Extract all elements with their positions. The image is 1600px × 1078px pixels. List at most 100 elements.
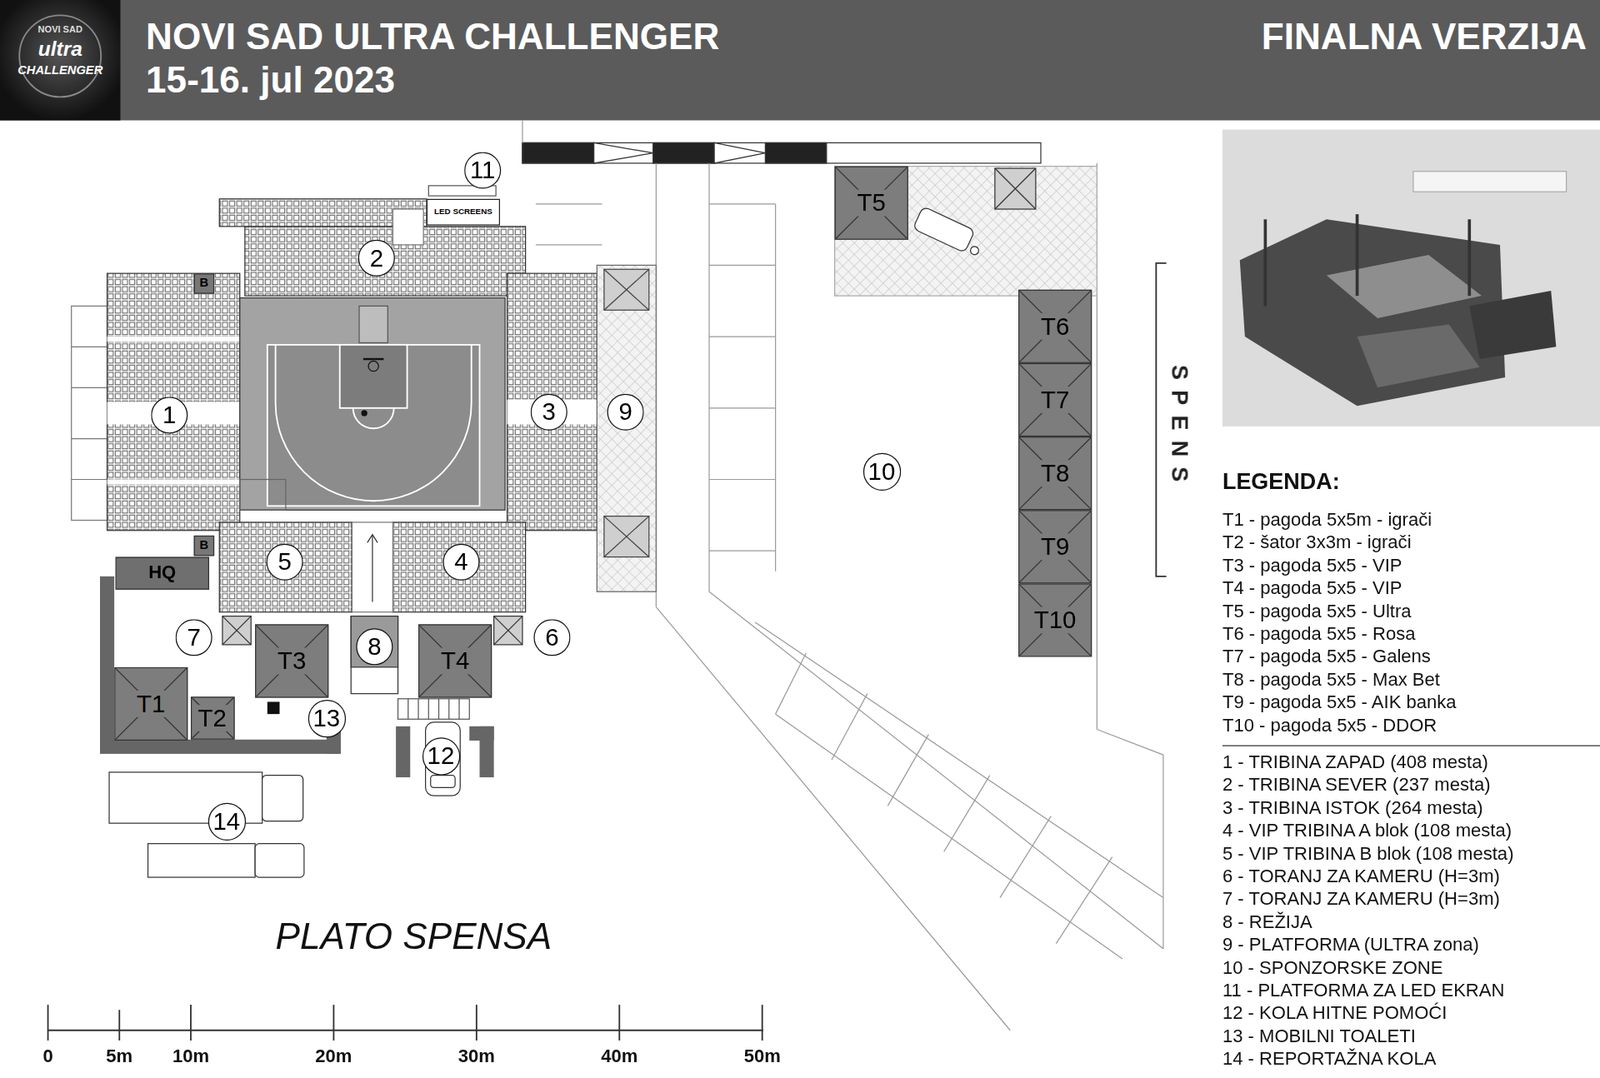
node-label: LED SCREENS bbox=[434, 207, 493, 217]
basketball-court bbox=[240, 298, 505, 511]
callout-number: 13 bbox=[307, 699, 345, 737]
scale-label: 0 bbox=[42, 1045, 53, 1068]
tent-box: T9 bbox=[1018, 510, 1092, 584]
legend-entry: T7 - pagoda 5x5 - Galens bbox=[1222, 645, 1431, 668]
callout-number: 8 bbox=[355, 628, 393, 665]
legend-entry: 2 - TRIBINA SEVER (237 mesta) bbox=[1222, 774, 1491, 797]
entrance-strip bbox=[522, 142, 1041, 163]
legend-heading: LEGENDA: bbox=[1222, 468, 1340, 495]
node-label: T5 bbox=[855, 190, 888, 217]
legend-entry: 7 - TORANJ ZA KAMERU (H=3m) bbox=[1222, 888, 1500, 911]
vip-stands bbox=[219, 522, 525, 613]
legend-entry: 5 - VIP TRIBINA B blok (108 mesta) bbox=[1222, 842, 1515, 865]
logo-text: CHALLENGER bbox=[17, 63, 103, 79]
legend-entry: T2 - šator 3x3m - igrači bbox=[1222, 530, 1412, 554]
callout-text: 5 bbox=[277, 549, 291, 576]
legend-entry: 4 - VIP TRIBINA A blok (108 mesta) bbox=[1222, 819, 1512, 842]
building-name: SPENS bbox=[1165, 365, 1192, 493]
node-label: T2 bbox=[195, 705, 229, 732]
scale-label: 50m bbox=[744, 1045, 781, 1068]
callout-number: 7 bbox=[175, 619, 213, 656]
stairs bbox=[398, 699, 470, 720]
west-stand bbox=[71, 273, 240, 531]
callout-number: 2 bbox=[358, 240, 395, 277]
callout-number: 9 bbox=[607, 394, 645, 431]
callout-text: 1 bbox=[162, 401, 176, 429]
legend-entry: 13 - MOBILNI TOALETI bbox=[1222, 1025, 1416, 1048]
legend-entry: 3 - TRIBINA ISTOK (264 mesta) bbox=[1222, 796, 1484, 820]
legend-entry: T5 - pagoda 5x5 - Ultra bbox=[1222, 600, 1412, 623]
scale-label: 20m bbox=[315, 1045, 352, 1068]
area-name: PLATO SPENSA bbox=[275, 914, 553, 959]
legend-entry: 6 - TORANJ ZA KAMERU (H=3m) bbox=[1222, 865, 1500, 888]
spens-bracket bbox=[1155, 263, 1166, 577]
legend-entry: T10 - pagoda 5x5 - DDOR bbox=[1222, 714, 1437, 737]
callout-text: 4 bbox=[454, 549, 468, 576]
tent-box: T5 bbox=[835, 166, 909, 240]
callout-number: 12 bbox=[421, 737, 460, 775]
header-band bbox=[0, 0, 1600, 120]
node-label: B bbox=[200, 539, 210, 553]
fence-walls bbox=[100, 576, 495, 778]
node-label: T9 bbox=[1039, 533, 1072, 560]
legend-entry: T6 - pagoda 5x5 - Rosa bbox=[1222, 622, 1416, 645]
callout-number: 14 bbox=[207, 802, 245, 840]
3d-preview bbox=[1222, 130, 1600, 427]
tent-box: T4 bbox=[418, 624, 492, 698]
node-label: T7 bbox=[1039, 386, 1072, 414]
legend-entry: 8 - REŽIJA bbox=[1222, 910, 1313, 934]
logo-text: NOVI SAD bbox=[38, 24, 83, 35]
legend-entry: T3 - pagoda 5x5 - VIP bbox=[1222, 554, 1403, 577]
scale-label: 30m bbox=[458, 1045, 495, 1068]
scale-label: 5m bbox=[105, 1045, 133, 1068]
north-stand bbox=[219, 185, 525, 296]
director-booth bbox=[350, 616, 398, 695]
logo bbox=[0, 0, 120, 120]
callout-text: 9 bbox=[618, 399, 632, 426]
callout-text: 10 bbox=[868, 458, 896, 485]
callout-text: 2 bbox=[370, 245, 384, 272]
b-box: B bbox=[194, 535, 215, 556]
legend-entry: 1 - TRIBINA ZAPAD (408 mesta) bbox=[1222, 750, 1489, 774]
legend-separator bbox=[1222, 745, 1600, 746]
legend-entry: T1 - pagoda 5x5m - igrači bbox=[1222, 508, 1432, 531]
legend-entry: T4 - pagoda 5x5 - VIP bbox=[1222, 576, 1403, 600]
callout-number: 11 bbox=[464, 151, 501, 189]
tent-box: T6 bbox=[1018, 290, 1092, 364]
callout-number: 3 bbox=[530, 394, 568, 431]
node-label: T8 bbox=[1039, 460, 1072, 487]
legend-entry: 12 - KOLA HITNE POMOĆI bbox=[1222, 1002, 1447, 1025]
callout-text: 3 bbox=[542, 399, 556, 426]
tent-box: T3 bbox=[255, 624, 329, 698]
callout-number: 1 bbox=[150, 396, 188, 434]
callout-number: 4 bbox=[442, 544, 480, 581]
node-label: T1 bbox=[135, 690, 168, 718]
legend-entry: T9 - pagoda 5x5 - AIK banka bbox=[1222, 690, 1457, 714]
tent-box: T8 bbox=[1018, 436, 1092, 510]
node-label: T10 bbox=[1031, 606, 1079, 634]
sponsor-zone bbox=[835, 166, 1098, 297]
led-screen-box: LED SCREENS bbox=[426, 199, 500, 226]
callout-number: 5 bbox=[266, 544, 304, 581]
legend-entry: 14 - REPORTAŽNA KOLA bbox=[1222, 1048, 1436, 1071]
ultra-platform bbox=[596, 265, 656, 592]
sponsor-square bbox=[995, 168, 1036, 210]
scale-label: 10m bbox=[172, 1045, 210, 1068]
callout-text: 11 bbox=[470, 156, 496, 184]
road-lines bbox=[522, 120, 1164, 1030]
callout-text: 6 bbox=[545, 624, 559, 651]
node-label: HQ bbox=[148, 563, 176, 584]
legend-entry: T8 - pagoda 5x5 - Max Bet bbox=[1222, 668, 1440, 691]
scale-label: 40m bbox=[600, 1045, 638, 1068]
scale-bar bbox=[48, 1005, 764, 1041]
callout-text: 8 bbox=[367, 633, 381, 660]
hq-box: HQ bbox=[115, 557, 210, 590]
callout-number: 6 bbox=[533, 619, 570, 656]
title-text: NOVI SAD ULTRA CHALLENGER bbox=[145, 14, 720, 59]
callout-number: 10 bbox=[862, 452, 900, 490]
node-label: T6 bbox=[1039, 313, 1072, 340]
van-outline bbox=[912, 206, 986, 259]
east-stand bbox=[507, 273, 598, 531]
legend-entry: 11 - PLATFORMA ZA LED EKRAN bbox=[1222, 980, 1505, 1003]
node-label: T3 bbox=[275, 647, 309, 675]
